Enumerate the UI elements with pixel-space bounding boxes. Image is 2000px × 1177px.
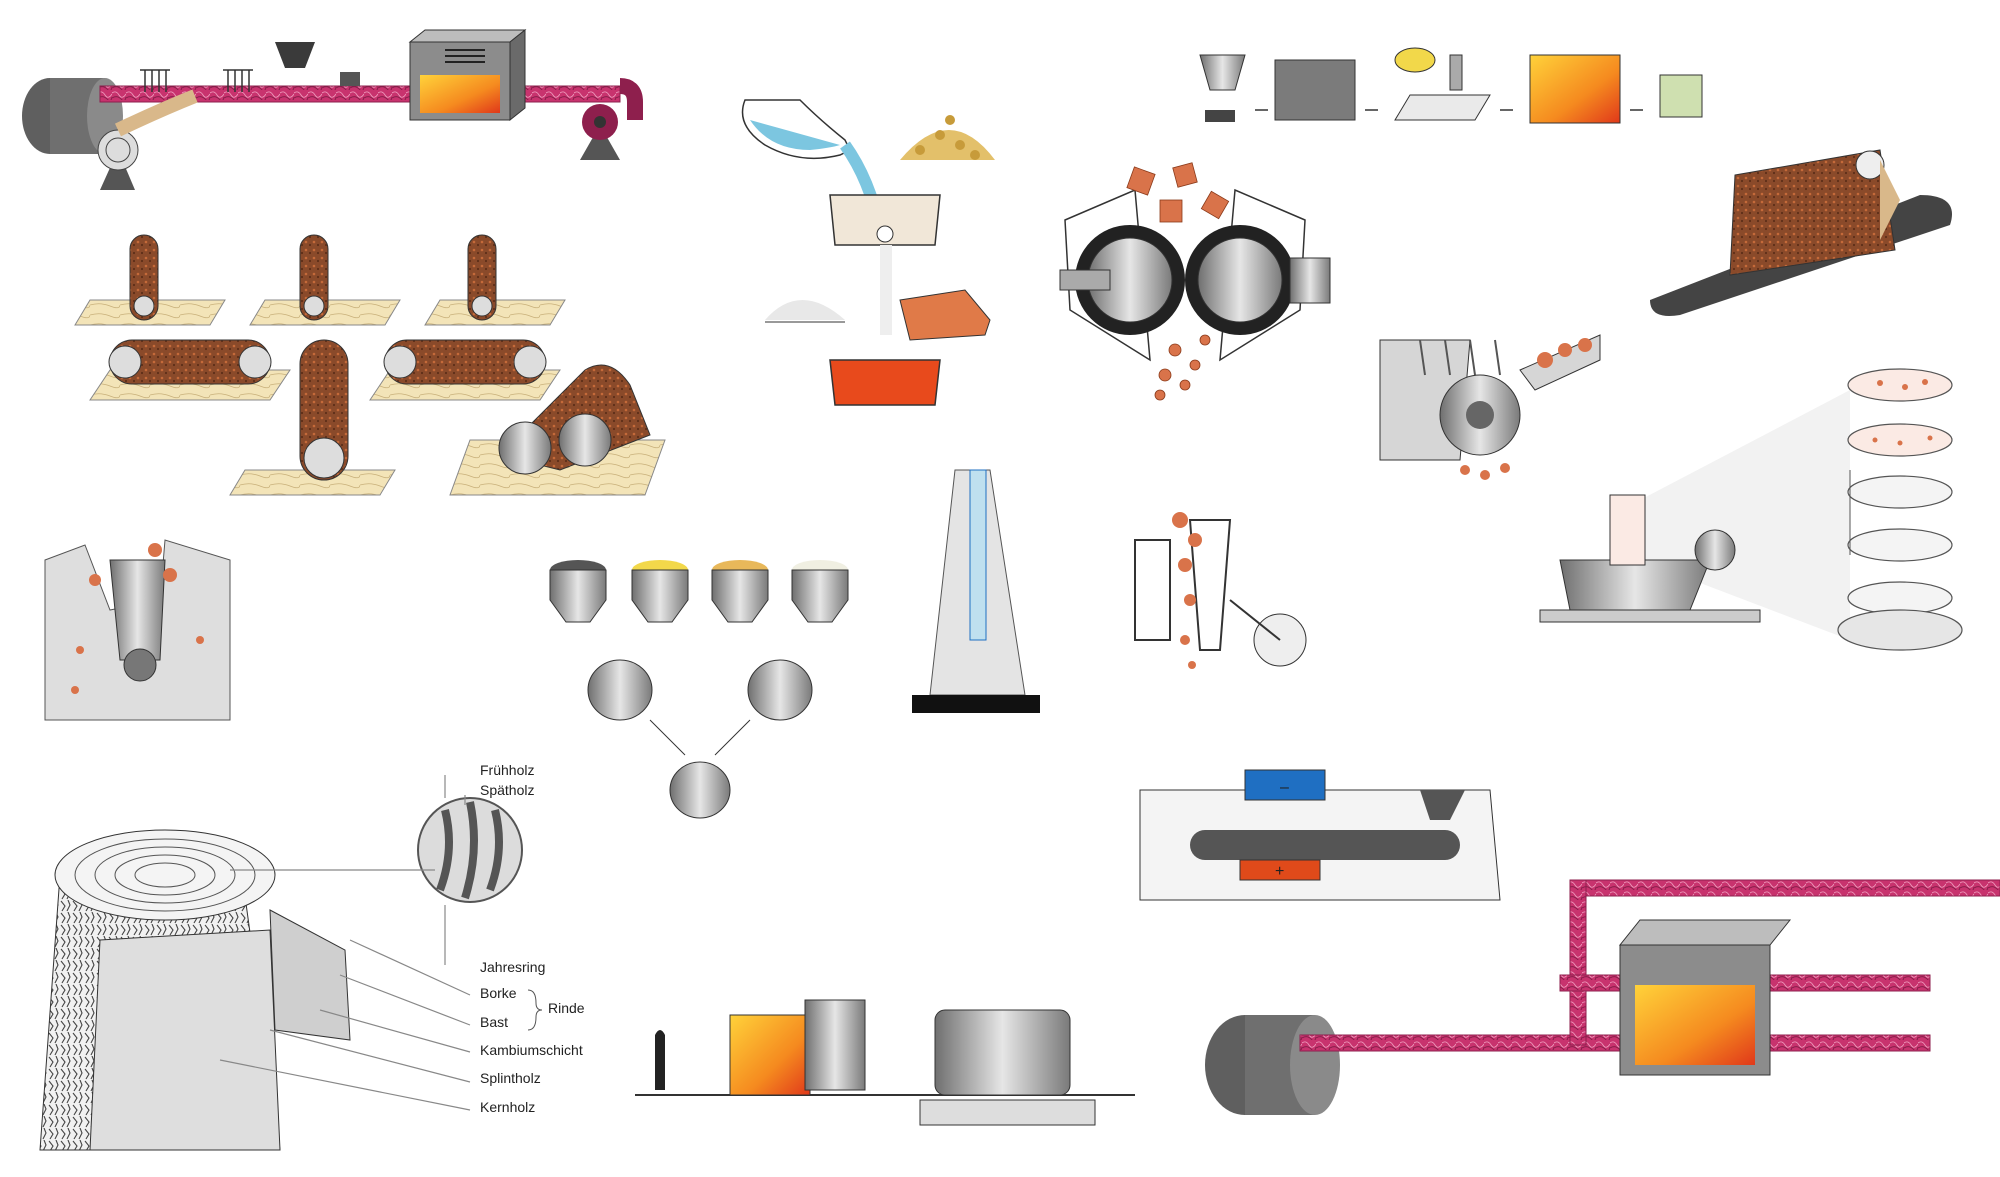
grain-pile-icon	[900, 130, 995, 160]
label-borke: Borke	[480, 985, 517, 1001]
label-jahresring: Jahresring	[480, 959, 545, 975]
sanding-panel-1	[74, 234, 226, 326]
electrostatic-coating: – +	[1139, 769, 1501, 901]
belt-sanding-examples	[74, 234, 666, 496]
jaw-crusher	[1134, 512, 1307, 669]
oven-block-icon	[1274, 59, 1356, 121]
white-powder-pile	[765, 300, 845, 320]
nonwoven-belt-line-top	[22, 28, 643, 190]
sedimentation-column	[912, 469, 1040, 713]
bottom-oven	[1618, 919, 1792, 1076]
label-kernholz: Kernholz	[480, 1099, 535, 1115]
grinding-wheel-icon	[1394, 47, 1436, 73]
hopper-1	[549, 560, 607, 623]
label-kambiumschicht: Kambiumschicht	[480, 1042, 583, 1058]
tree-cross-section	[39, 775, 543, 1151]
label-fruehholz: Frühholz	[480, 762, 534, 778]
needle-station-1	[140, 69, 170, 92]
label-bast: Bast	[480, 1014, 508, 1030]
label-spaetholz: Spätholz	[480, 782, 534, 798]
hopper-2	[631, 560, 689, 623]
plus-sign: +	[1275, 863, 1284, 880]
sanding-panel-2	[249, 234, 401, 326]
sieve-layers	[1837, 368, 1963, 651]
winding-roll-stand	[580, 125, 620, 160]
pressing-process-chain	[1199, 47, 1703, 124]
roll-crusher	[1059, 162, 1331, 401]
belt-oven	[408, 28, 527, 122]
powder-hopper	[275, 42, 315, 68]
package-box-icon	[1659, 74, 1703, 118]
sanding-panel-3	[424, 234, 566, 326]
hopper-3	[711, 560, 769, 623]
sanding-panel-6	[229, 339, 396, 496]
sanding-panel-5	[369, 339, 561, 401]
mixing-bath-process	[741, 99, 995, 406]
hammer-mill	[1379, 334, 1601, 480]
kiln-icon	[1529, 54, 1621, 124]
cone-crusher	[44, 539, 231, 721]
hopper-4	[791, 560, 849, 623]
grain-scoop	[899, 289, 991, 341]
needle-station-2	[223, 69, 253, 92]
mixing-basin	[829, 194, 941, 246]
label-splintholz: Splintholz	[480, 1070, 541, 1086]
hopper-blending-tree	[549, 560, 849, 819]
sanding-panel-7	[449, 364, 666, 496]
minus-sign: –	[1280, 779, 1289, 796]
label-rinde: Rinde	[548, 1000, 585, 1016]
sieve-analysis	[1539, 368, 1963, 651]
arc-furnace	[635, 999, 1135, 1126]
nonwoven-belt-line-bottom	[1205, 879, 2000, 1115]
sanding-panel-4	[89, 339, 291, 401]
mixer-hopper-icon	[1199, 54, 1246, 91]
abrasive-belt-conveyor	[1650, 149, 1952, 316]
